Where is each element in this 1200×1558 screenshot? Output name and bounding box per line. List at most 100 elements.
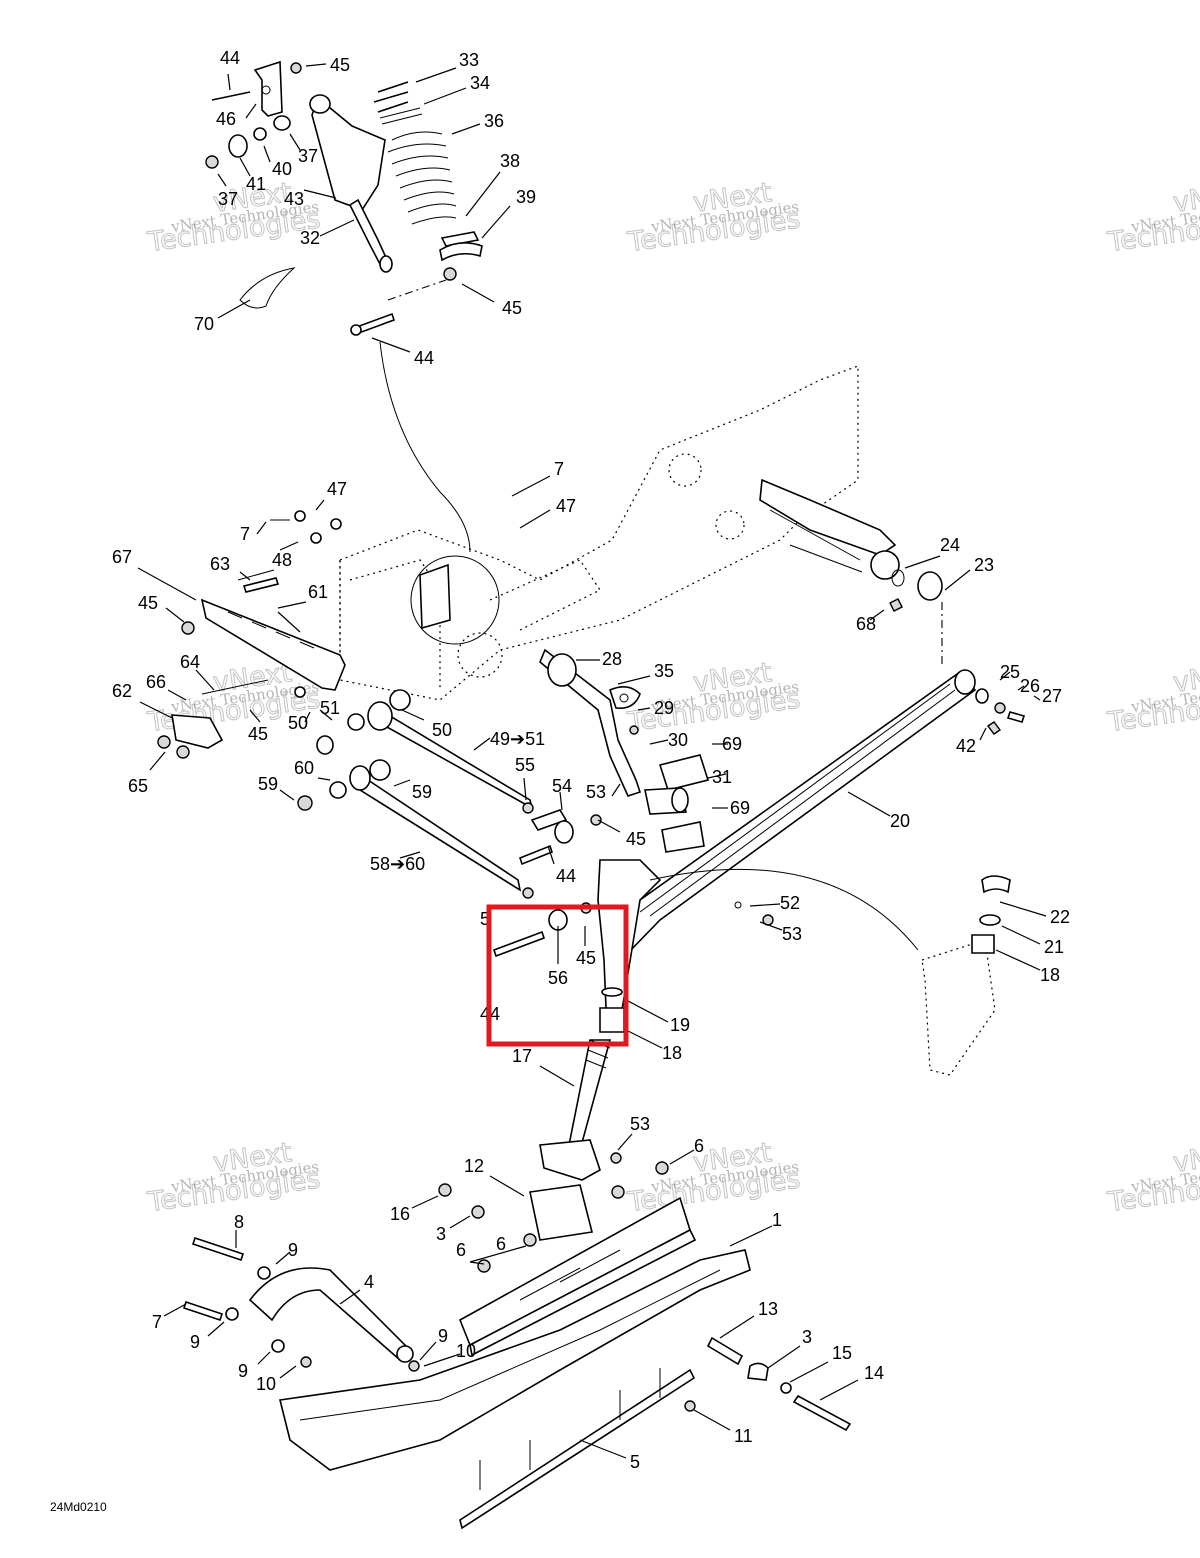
callout-label: 58➔60 [370,854,425,874]
callout-label: 54 [552,776,572,796]
callout-label: 32 [300,228,320,248]
highlight-box [486,904,629,1047]
callout-label: 45 [138,593,158,613]
callout-label: 7 [554,459,564,479]
callout-label: 48 [272,550,292,570]
callout-label: 69 [722,734,742,754]
callout-label: 25 [1000,662,1020,682]
callout-label: 47 [327,479,347,499]
callout-label: 37 [218,189,238,209]
svg-text:vNext: vNext [1171,657,1200,699]
callout-label: 69 [730,798,750,818]
callout-label: 13 [758,1299,778,1319]
callout-label: 61 [308,582,328,602]
callout-label: 39 [516,187,536,207]
callout-label: 50 [288,713,308,733]
callout-label: 21 [1044,937,1064,957]
callout-label: 10 [456,1341,476,1361]
callout-label: 42 [956,736,976,756]
callout-label: 6 [694,1136,704,1156]
callout-label: 9 [438,1326,448,1346]
callout-label: 18 [662,1043,682,1063]
callout-label: 14 [864,1363,884,1383]
ski-assembly [182,1161,852,1530]
callout-label: 68 [856,614,876,634]
callout-label: 40 [272,159,292,179]
callout-label: 53 [630,1114,650,1134]
steering-linkage [539,648,710,853]
callout-label: 27 [1042,686,1062,706]
callout-label: 19 [670,1015,690,1035]
callout-label: 3 [802,1327,812,1347]
callout-label: 45 [248,724,268,744]
callout-label: 7 [240,524,250,544]
callout-label: 36 [484,111,504,131]
callout-label: 44 [414,348,434,368]
callout-label: 6 [496,1234,506,1254]
callout-label: 60 [294,758,314,778]
callout-label: 10 [256,1374,276,1394]
callout-label: 53 [586,782,606,802]
callout-labels: 44 45 33 3 4 46 36 37 40 3 8 43 37 41 39 3… [112,48,1070,1472]
callout-label: 45 [502,298,522,318]
spindle [492,859,662,1181]
callout-label: 47 [556,496,576,516]
callout-label: 43 [284,189,304,209]
callout-label: 64 [180,652,200,672]
callout-label: 62 [112,681,132,701]
stabilizer-linkage [157,510,602,899]
svg-text:vNext: vNext [1171,177,1200,219]
callout-label: 56 [548,968,568,988]
callout-label: 12 [464,1156,484,1176]
callout-label: 59 [412,782,432,802]
callout-label: 52 [780,893,800,913]
callout-label: 5 [480,909,490,929]
callout-label: 6 [456,1240,466,1260]
leader-lines [137,63,1047,1459]
callout-label: 28 [602,649,622,669]
callout-label: 1 [772,1210,782,1230]
callout-label: 41 [246,174,266,194]
callout-label: 51 [320,698,340,718]
figure-id: 24Md0210 [50,1500,107,1514]
callout-label: 53 [782,924,802,944]
callout-label: 8 [234,1212,244,1232]
callout-label: 3 [436,1224,446,1244]
callout-label: 9 [190,1332,200,1352]
callout-label: 45 [576,948,596,968]
callout-label: 24 [940,535,960,555]
callout-label: 45 [330,55,350,75]
callout-label: 45 [626,829,646,849]
shock-absorber-assembly [205,60,483,553]
callout-label: 16 [390,1204,410,1224]
callout-label: 7 [152,1312,162,1332]
callout-label: 59 [258,774,278,794]
callout-label: 17 [512,1046,532,1066]
callout-label: 66 [146,672,166,692]
callout-label: 67 [112,547,132,567]
callout-label: 70 [194,314,214,334]
callout-label: 20 [890,811,910,831]
callout-label: 35 [654,661,674,681]
callout-label: 9 [288,1240,298,1260]
callout-label: 30 [668,730,688,750]
callout-label: 37 [298,146,318,166]
callout-label: 11 [734,1426,753,1446]
callout-label: 33 [459,50,479,70]
callout-label: 46 [216,109,236,129]
callout-label: 50 [432,720,452,740]
callout-label: 4 [364,1272,374,1292]
svg-text:vNext: vNext [1171,1137,1200,1179]
callout-label: 9 [238,1361,248,1381]
callout-label: 44 [220,48,240,68]
callout-label: 22 [1050,907,1070,927]
callout-label: 18 [1040,965,1060,985]
chassis-frame [339,365,943,701]
callout-label: 5 [630,1452,640,1472]
callout-label: 29 [654,698,674,718]
callout-label: 26 [1020,676,1040,696]
callout-label: 23 [974,555,994,575]
callout-label: 44 [556,866,576,886]
callout-label: 15 [832,1343,852,1363]
